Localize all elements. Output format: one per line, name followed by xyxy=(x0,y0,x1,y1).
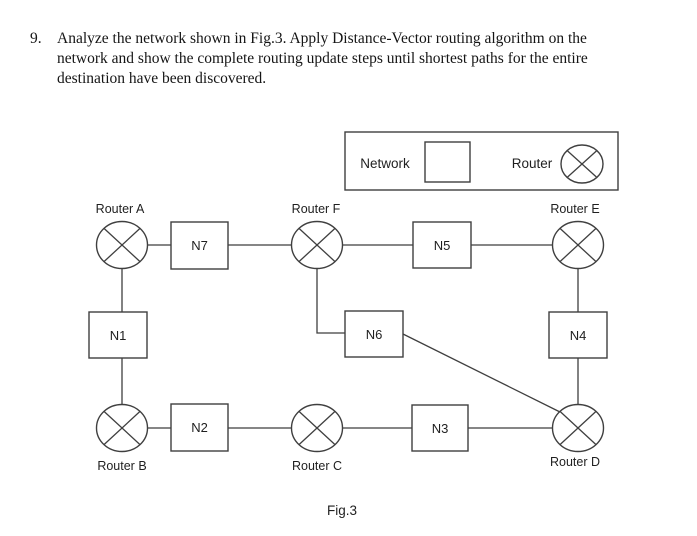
network-n1-node: N1 xyxy=(88,311,148,359)
network-box xyxy=(344,310,404,358)
router-a-node: Router A xyxy=(95,202,149,270)
question-line: destination have been discovered. xyxy=(57,70,267,87)
router-e-node: Router E xyxy=(550,202,605,270)
router-b-icon xyxy=(95,403,149,453)
question-text: Analyze the network shown in Fig.3. Appl… xyxy=(57,29,588,89)
router-d-node: Router D xyxy=(550,403,605,469)
router-e-icon xyxy=(551,220,605,270)
network-n7-node: N7 xyxy=(170,221,229,270)
router-f-label: Router F xyxy=(292,202,341,216)
network-n6-node: N6 xyxy=(344,310,404,358)
network-n6-label: N6 xyxy=(366,327,383,342)
question: 9. Analyze the network shown in Fig.3. A… xyxy=(30,29,588,89)
router-c-icon xyxy=(290,403,344,453)
legend-border xyxy=(344,131,619,191)
legend-router-label: Router xyxy=(512,156,553,171)
question-line: network and show the complete routing up… xyxy=(57,50,588,67)
network-n5-label: N5 xyxy=(434,238,451,253)
router-f-icon xyxy=(290,220,344,270)
figure-caption: Fig.3 xyxy=(327,503,357,518)
network-n4-label: N4 xyxy=(570,328,587,343)
router-d-icon xyxy=(551,403,605,453)
network-n1-label: N1 xyxy=(110,328,127,343)
router-e-label: Router E xyxy=(550,202,599,216)
network-box xyxy=(88,311,148,359)
router-c-node: Router C xyxy=(290,403,344,473)
router-b-label: Router B xyxy=(97,459,146,473)
network-n2-label: N2 xyxy=(191,420,208,435)
link-routerf-n6 xyxy=(316,268,345,334)
router-d-label: Router D xyxy=(550,455,600,469)
network-n5-node: N5 xyxy=(412,221,472,269)
network-n2-node: N2 xyxy=(170,403,229,452)
legend-network-label: Network xyxy=(360,156,410,171)
router-c-label: Router C xyxy=(292,459,342,473)
question-number: 9. xyxy=(30,30,42,47)
network-box xyxy=(412,221,472,269)
network-box xyxy=(170,221,229,270)
router-b-node: Router B xyxy=(95,403,149,473)
router-a-icon xyxy=(95,220,149,270)
network-box xyxy=(170,403,229,452)
router-a-label: Router A xyxy=(96,202,145,216)
network-n3-node: N3 xyxy=(411,404,469,452)
network-n4-node: N4 xyxy=(548,311,608,359)
network-n7-label: N7 xyxy=(191,238,208,253)
router-f-node: Router F xyxy=(290,202,344,270)
network-n3-label: N3 xyxy=(432,421,449,436)
question-line: Analyze the network shown in Fig.3. Appl… xyxy=(57,30,587,47)
legend: Network Router xyxy=(344,131,619,191)
legend-network-icon xyxy=(424,141,471,183)
network-box xyxy=(411,404,469,452)
link-n6-routerd xyxy=(402,333,561,413)
legend-router-icon xyxy=(560,144,604,184)
network-box xyxy=(548,311,608,359)
